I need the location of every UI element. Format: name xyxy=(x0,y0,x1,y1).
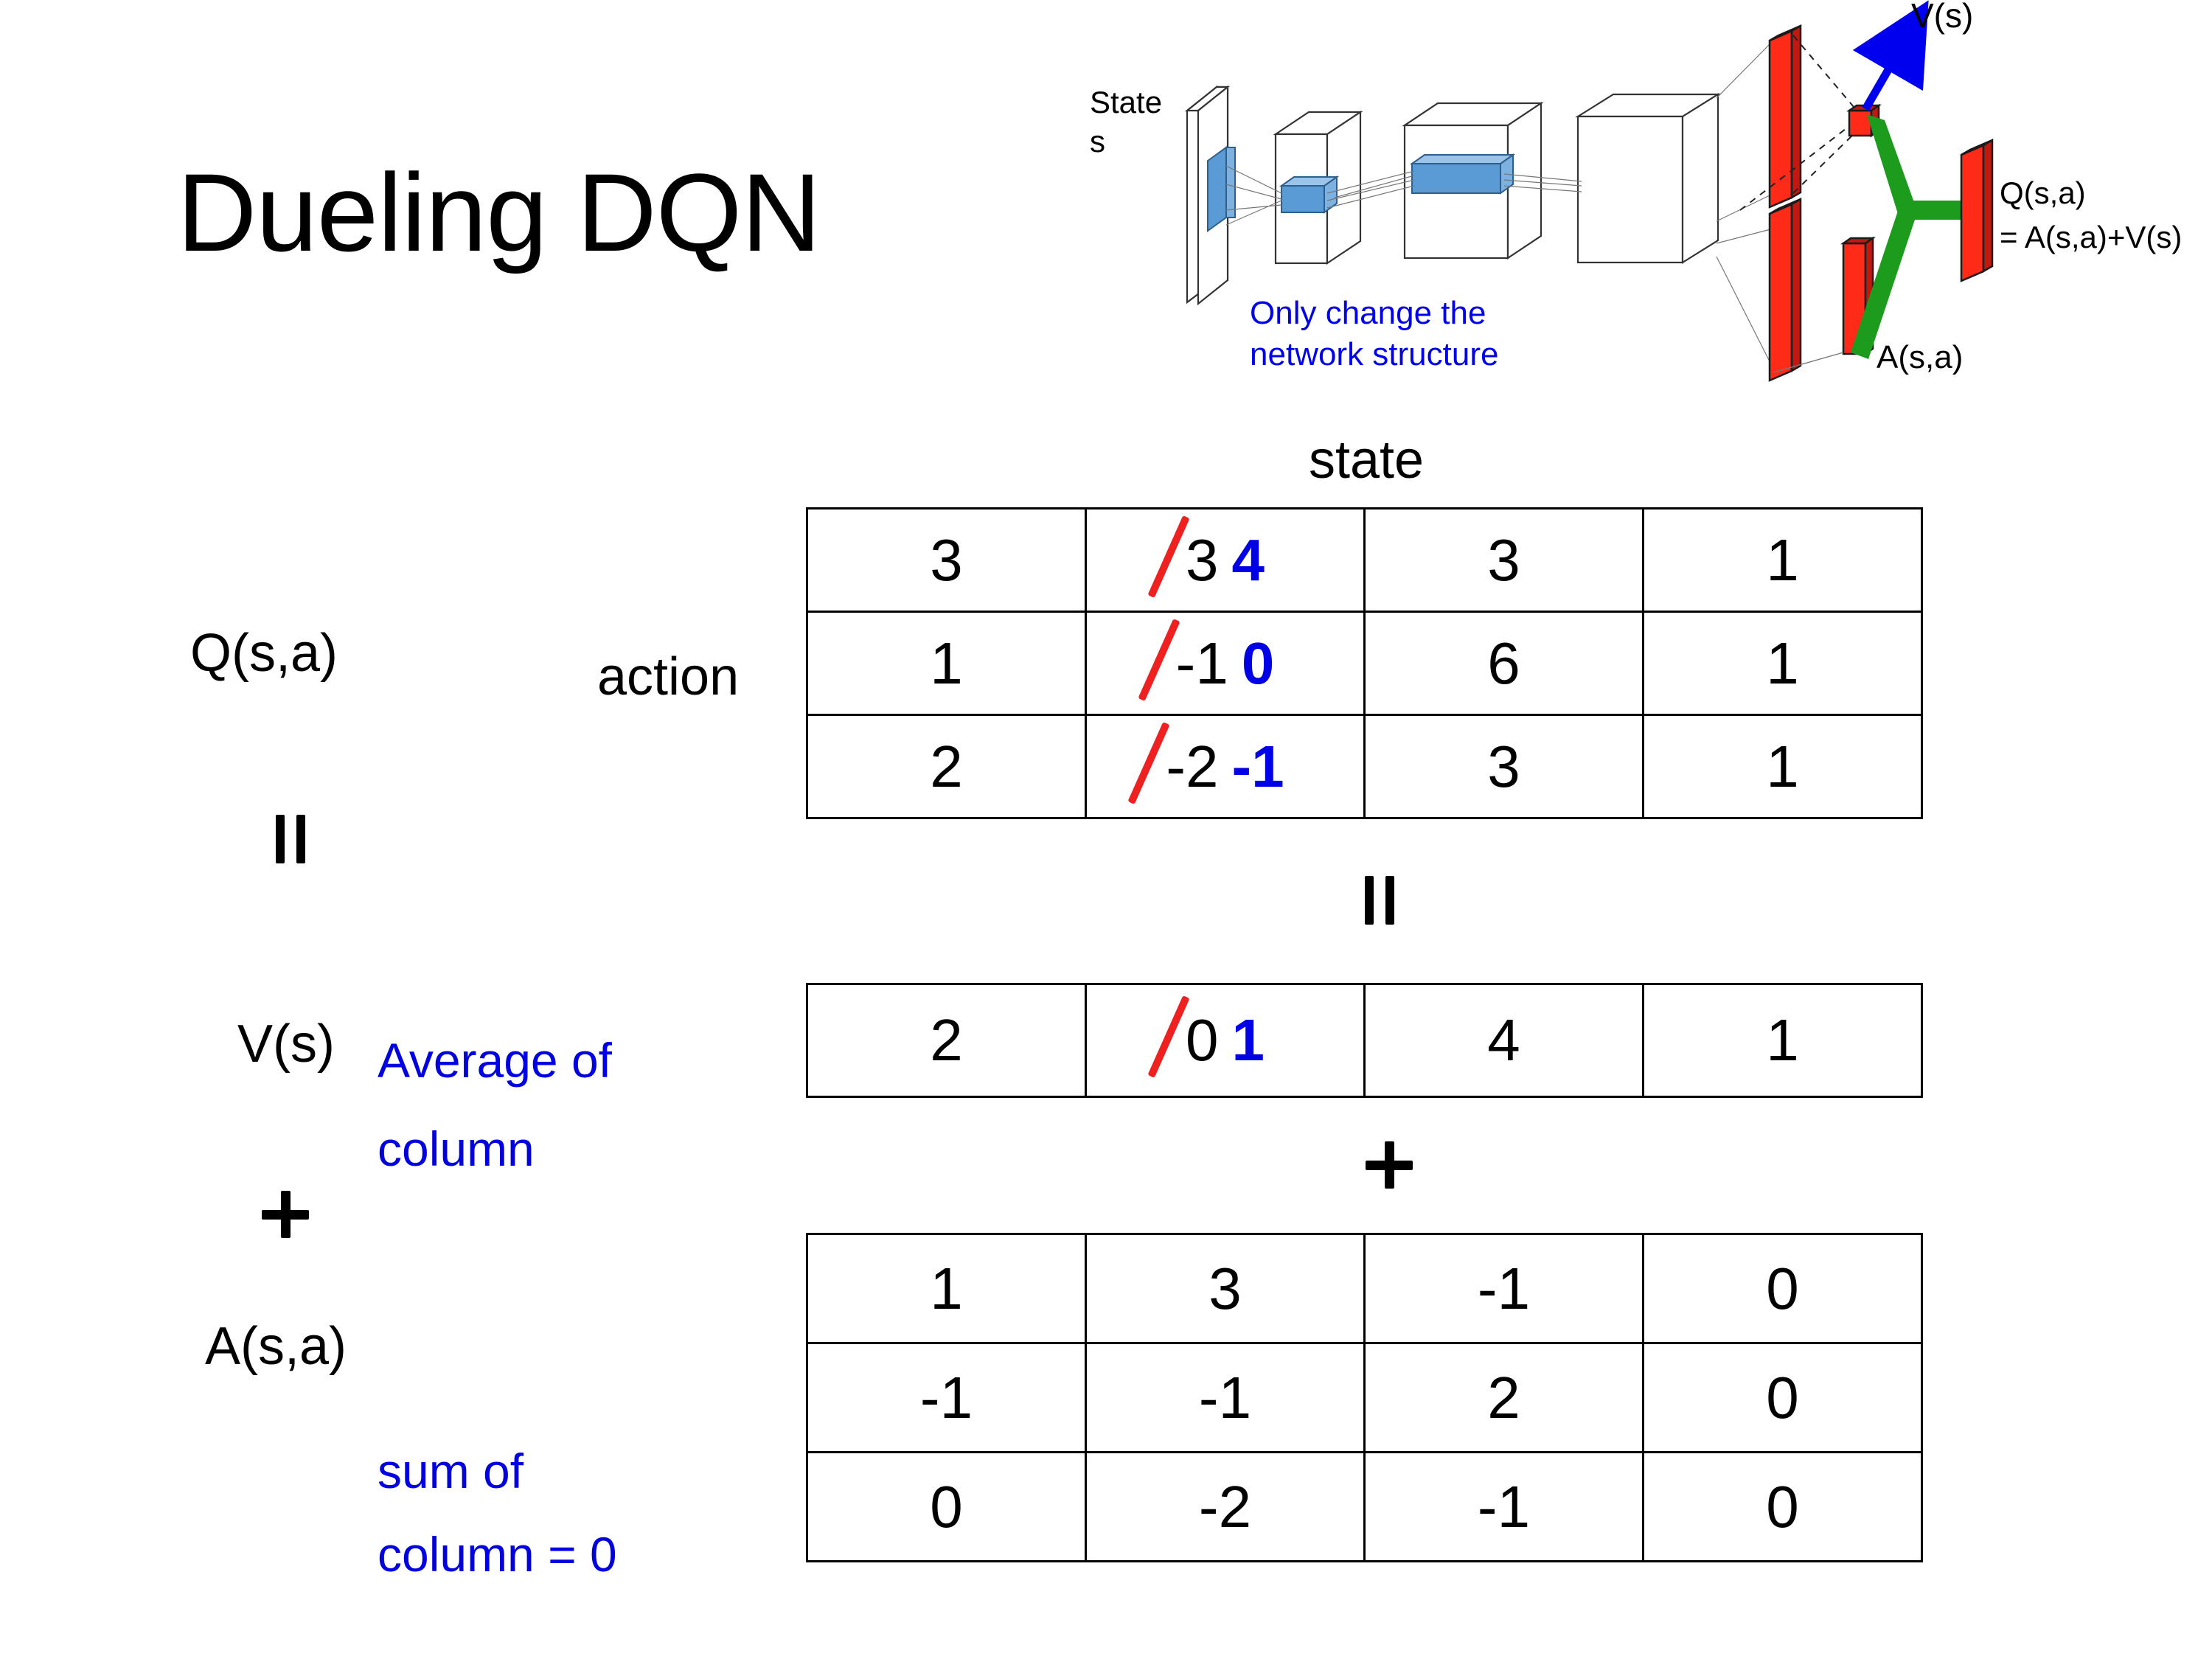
table-cell: 4 xyxy=(1363,983,1644,1098)
table-cell: -1 xyxy=(806,1342,1087,1453)
table-cell: 1 xyxy=(806,1233,1087,1344)
table-cell: 0 xyxy=(1642,1451,1923,1562)
table-cell: -1 xyxy=(1363,1451,1644,1562)
page-title: Dueling DQN xyxy=(177,150,821,274)
table-cell: 0 xyxy=(1642,1233,1923,1344)
input-receptive-patch xyxy=(1207,146,1236,232)
v-function-label: V(s) xyxy=(237,1015,335,1074)
equals-sign-left xyxy=(271,815,316,863)
table-cell: 1 xyxy=(806,611,1087,716)
table-cell-edited: -2-1 xyxy=(1085,714,1366,819)
new-value: 1 xyxy=(1231,1007,1265,1073)
struck-old-value: -1 xyxy=(1175,630,1228,696)
conv-patch-1 xyxy=(1279,175,1340,214)
table-cell: 0 xyxy=(1642,1342,1923,1453)
q-function-label: Q(s,a) xyxy=(190,624,338,683)
table-cell: -1 xyxy=(1363,1233,1644,1344)
table-cell: 3 xyxy=(1085,1233,1366,1344)
table-cell: 2 xyxy=(1363,1342,1644,1453)
table-cell: 0 xyxy=(806,1451,1087,1562)
table-cell: 6 xyxy=(1363,611,1644,716)
plus-sign-left xyxy=(262,1191,309,1238)
q-output-label-line2: = A(s,a)+V(s) xyxy=(2000,220,2183,254)
advantage-stream-bar xyxy=(1768,197,1802,382)
table-cell: 1 xyxy=(1642,507,1923,613)
table-cell: -1 xyxy=(1085,1342,1366,1453)
a-note-line1: sum of xyxy=(378,1444,524,1498)
value-output-arrow xyxy=(1852,0,1929,111)
table-cell: 2 xyxy=(806,714,1087,819)
struck-old-value: -2 xyxy=(1166,733,1219,799)
state-axis-label: state xyxy=(1309,431,1425,490)
v-note-line2: column xyxy=(378,1121,535,1176)
a-function-label: A(s,a) xyxy=(205,1317,347,1376)
value-stream-bar xyxy=(1768,24,1802,209)
edited-value-pair: -2-1 xyxy=(1087,733,1363,801)
conv-block-3 xyxy=(1575,93,1721,264)
new-value: 4 xyxy=(1231,526,1265,593)
q-output-bar xyxy=(1960,138,1994,282)
value-output-label: V(s) xyxy=(1911,0,1974,35)
plus-sign-middle xyxy=(1366,1141,1413,1189)
state-label-line1: State xyxy=(1090,85,1163,119)
struck-old-value: 3 xyxy=(1186,526,1219,593)
table-cell: 1 xyxy=(1642,983,1923,1098)
advantage-output-label: A(s,a) xyxy=(1877,339,1964,375)
table-cell: 3 xyxy=(806,507,1087,613)
network-svg xyxy=(1184,0,1994,382)
dueling-network-diagram: State s Only change the network structur… xyxy=(1090,0,2212,413)
action-axis-label: action xyxy=(597,647,740,706)
v-note-line1: Average of xyxy=(378,1033,613,1088)
network-note-line1: Only change the xyxy=(1250,295,1486,331)
a-note-line2: column = 0 xyxy=(378,1527,617,1582)
table-cell: 3 xyxy=(1363,507,1644,613)
equals-sign-middle xyxy=(1360,876,1405,925)
aggregator-green xyxy=(1851,114,1970,359)
state-label-line2: s xyxy=(1090,124,1105,159)
new-value: 0 xyxy=(1241,630,1275,696)
table-cell: 3 xyxy=(1363,714,1644,819)
struck-old-value: 0 xyxy=(1186,1007,1219,1073)
conv-patch-2 xyxy=(1409,153,1516,195)
table-cell: 1 xyxy=(1642,714,1923,819)
network-note-line2: network structure xyxy=(1250,336,1499,372)
q-output-label-line1: Q(s,a) xyxy=(2000,175,2086,210)
value-aggregation-lines xyxy=(1739,35,1859,211)
table-cell: -2 xyxy=(1085,1451,1366,1562)
table-cell: 1 xyxy=(1642,611,1923,716)
table-cell: 2 xyxy=(806,983,1087,1098)
new-value: -1 xyxy=(1231,733,1284,799)
